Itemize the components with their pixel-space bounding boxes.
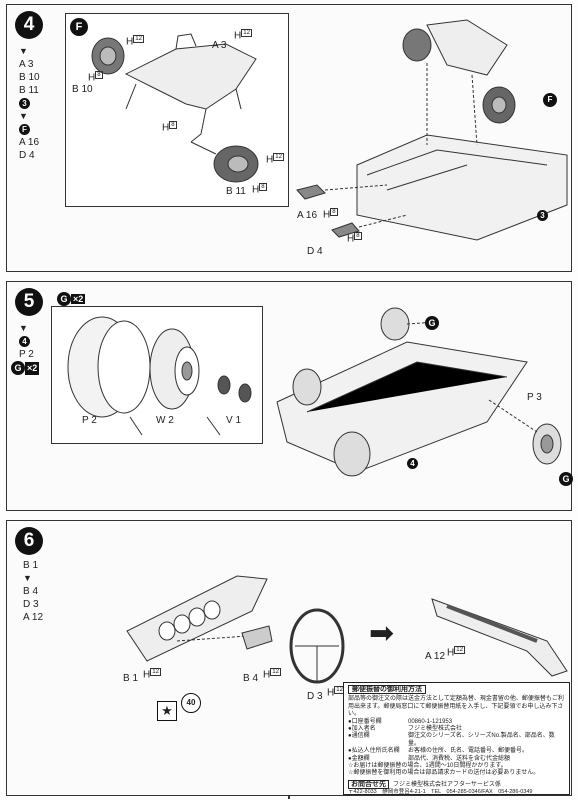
info-row: ●金額欄部品代、消費税、送料を含む代金総額 [348,755,511,762]
assembly-sequence: ▼ A 3 B 10 B 11 3 ▼ F A 16 D 4 [19,45,40,162]
part-w2-label: W 2 [156,415,174,426]
multiplier-tag: ×2 [25,361,40,375]
part-d3-label: D 3 [307,691,323,702]
step-number: 6 [15,527,43,555]
part-a3-label: A 3 [212,40,227,51]
chassis-drawing [296,19,568,241]
info-row: ●通信欄御注文のシリーズ名、シリーズNo.製品名、部品名、数量。 [348,733,555,747]
part-p3-label: P 3 [527,392,542,403]
chassis-wheels-drawing [276,307,562,477]
ref-circle: 3 [19,98,30,109]
paint-color-badge: 40 [181,693,201,713]
part-b1-label: B 1 [123,673,139,684]
info-row: ●払込人住所氏名欄お客様の住所、氏名、電話番号、郵便番号。 [348,748,529,755]
star-icon: ★ [157,701,177,721]
step-5-panel: 5 ▼ 4 P 2 G×2 P 2 W 2 V 1 G×2 [6,281,573,511]
multiplier-tag: ×2 [71,293,86,304]
dashboard-drawing [126,575,568,684]
assembly-sequence: ▼ 4 P 2 G×2 [11,322,40,375]
info-note: ☆郵便振替を御利用の場合は部品請求カードの送付は必要ありません。 [348,770,540,777]
seq-item: A 3 [19,59,34,70]
wheel-badge: G [11,361,25,375]
ref-circle: F [19,124,30,135]
wheel-badge: G [559,472,573,486]
wheel-badge: G [57,291,71,306]
seq-item: A 12 [23,612,44,623]
ref-circle: 3 [537,210,548,221]
down-arrow-icon: ▼ [19,111,28,121]
seq-item: B 1 [23,560,39,571]
assembly-sequence: B 1 ▼ B 4 D 3 A 12 [23,559,43,624]
seq-item: B 10 [19,72,40,83]
ref-circle: 4 [19,336,30,347]
info-box-title: 郵便振替の御利用方法 [348,685,426,695]
info-note: ☆お届けは郵便振替の場合、1週間〜10日間程かかります。 [348,763,507,770]
step-number: 5 [15,288,43,316]
part-a12-label: A 12 [425,651,446,662]
wheel-exploded-drawing [67,316,252,436]
part-v1-label: V 1 [226,415,242,426]
down-arrow-icon: ▼ [19,46,28,56]
down-arrow-icon: ▼ [23,573,32,583]
info-intro: 部品等の御注文の際は送金方法として定額為替、現金書留の他、郵便振替もご利用出来ま… [348,696,564,718]
suspension-drawing [91,33,259,183]
wheel-badge: G [425,316,439,330]
seq-item: B 4 [23,586,39,597]
step-4-panel: 4 ▼ A 3 B 10 B 11 3 ▼ F A 16 D 4 F [6,4,572,272]
ref-circle: 4 [407,458,418,469]
step-number: 4 [15,11,43,39]
sub-assembly-badge: F [70,18,88,36]
page-mark [288,796,290,799]
seq-item: D 3 [23,599,39,610]
seq-item: B 11 [19,85,39,96]
part-b4-label: B 4 [243,673,259,684]
seq-item: D 4 [19,150,35,161]
part-p2-label: P 2 [82,415,97,426]
part-a16-label: A 16 [297,210,318,221]
wheel-inset: P 2 W 2 V 1 [51,306,263,444]
part-d4-label: D 4 [307,246,323,257]
part-b11-label: B 11 [226,186,246,197]
info-row: ●加入者名フジミ模型株式会社 [348,726,463,733]
inset-badge: G×2 [57,290,86,308]
contact-address: 〒422-8033 静岡市登呂4-21-1 TEL 054-285-0346/F… [348,789,533,796]
contact-title: お問合せ先 [348,779,389,790]
right-arrow-icon: ➡ [369,617,395,650]
part-b10-label: B 10 [72,84,93,95]
contact-name: フジミ模型株式会社アフターサービス係 [393,781,501,788]
down-arrow-icon: ▼ [19,323,28,333]
ref-circle: F [543,93,557,107]
seq-item: P 2 [19,349,34,360]
seq-item: A 16 [19,137,40,148]
postal-transfer-info-box: 郵便振替の御利用方法 部品等の御注文の際は送金方法として定額為替、現金書留の他、… [343,682,570,795]
